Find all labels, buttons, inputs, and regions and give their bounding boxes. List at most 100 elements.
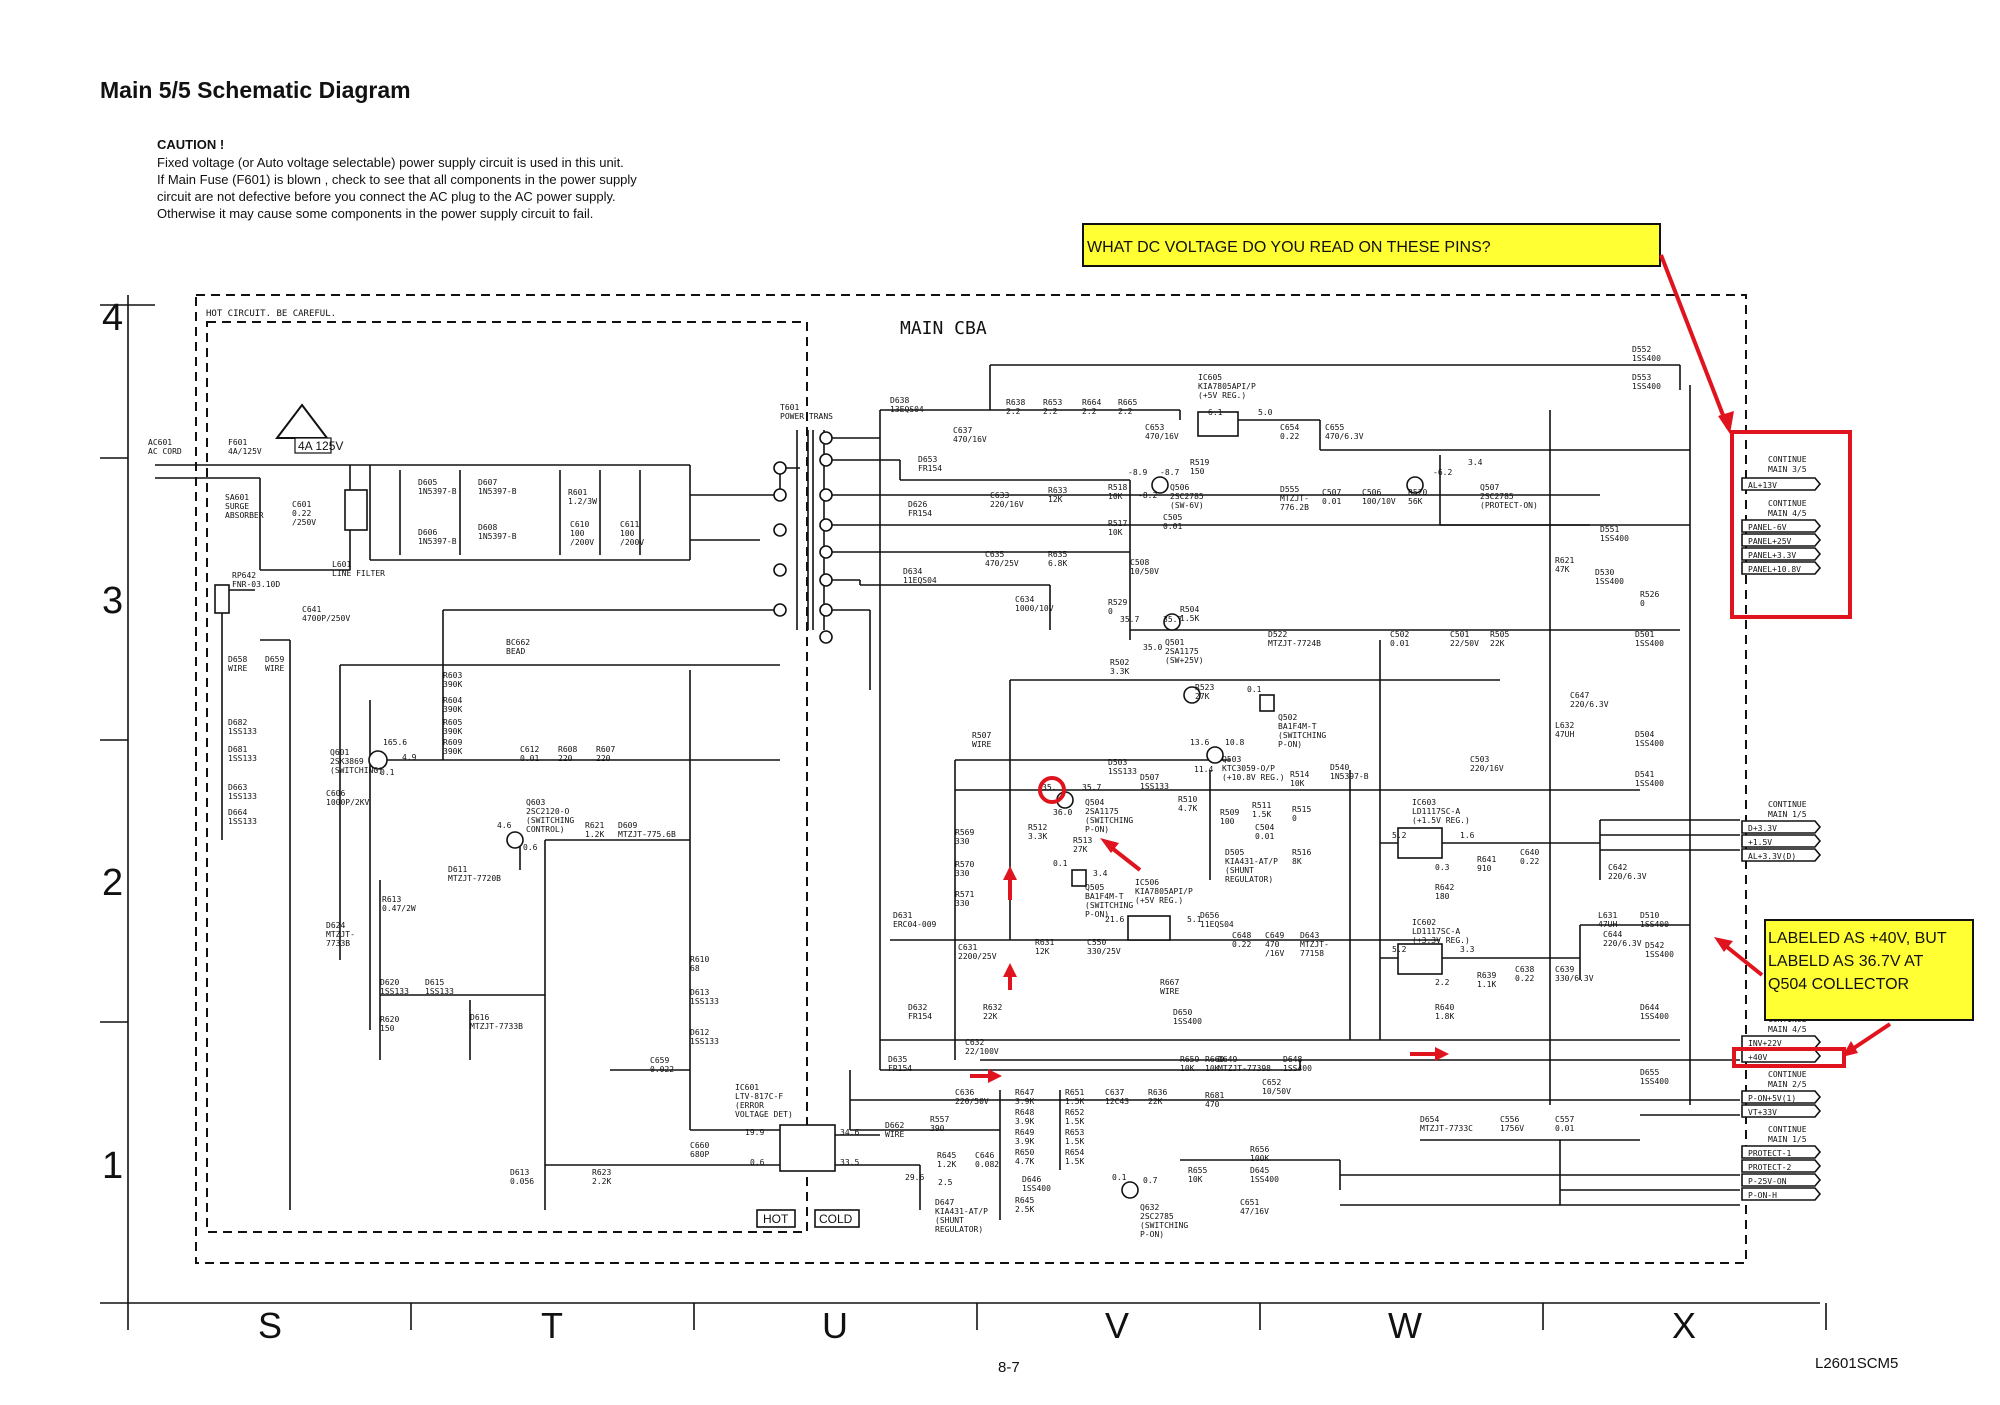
component-ref: R607	[596, 745, 615, 754]
grid-col-label: V	[1105, 1305, 1129, 1346]
component-ref: R659	[1180, 1055, 1199, 1064]
component-value: LD1117SC-A	[1412, 927, 1460, 936]
component-value: 0.082	[975, 1160, 999, 1169]
note-line: LABELED AS +40V, BUT	[1768, 930, 1947, 947]
component-value: 1N5397-B	[478, 532, 517, 541]
component-value: (ERROR	[735, 1101, 764, 1110]
component-value: 100K	[1250, 1154, 1269, 1163]
component-ref: R523	[1195, 683, 1214, 692]
component-value: 1SS400	[1250, 1175, 1279, 1184]
component-value: 77158	[1300, 949, 1324, 958]
component-ref: R515	[1292, 805, 1311, 814]
component-ref: D522	[1268, 630, 1287, 639]
connector-pin: P-ON+5V(1)	[1748, 1094, 1796, 1103]
component-ref: D530	[1595, 568, 1614, 577]
component-value: AC CORD	[148, 447, 182, 456]
grid-row-label: 2	[102, 862, 123, 904]
voltage-reading: 0.1	[380, 768, 395, 777]
component-value: 2.2	[1118, 407, 1133, 416]
connector-main-1-5-protect: CONTINUE MAIN 1/5 PROTECT-1 PROTECT-2 P-…	[1741, 1125, 1822, 1201]
caution-line: Fixed voltage (or Auto voltage selectabl…	[157, 155, 624, 170]
component-value: /16V	[1265, 949, 1284, 958]
component-value: 2SC2785	[1170, 492, 1204, 501]
component-ref: D541	[1635, 770, 1654, 779]
component-value: /200V	[570, 538, 594, 547]
component-ref: C611	[620, 520, 639, 529]
component-ref: D505	[1225, 848, 1244, 857]
component-ref: C502	[1390, 630, 1409, 639]
component-ref: D658	[228, 655, 247, 664]
component-ref: R664	[1082, 398, 1101, 407]
component-value: 1.2/3W	[568, 497, 597, 506]
voltage-reading: 34.6	[840, 1128, 859, 1137]
component-ref: C649	[1265, 931, 1284, 940]
connector-pin-40v: +40V	[1748, 1053, 1767, 1062]
component-value: 220/16V	[1470, 764, 1504, 773]
component-ref: Q503	[1222, 755, 1241, 764]
component-ref: C642	[1608, 863, 1627, 872]
component-ref: D611	[448, 865, 467, 874]
component-value: 7733B	[326, 939, 350, 948]
component-ref: R632	[983, 1003, 1002, 1012]
component-value: (+10.8V REG.)	[1222, 773, 1285, 782]
component-value: MTZJT-7733B	[470, 1022, 523, 1031]
voltage-reading: 5.2	[1392, 945, 1407, 954]
component-value: 0.056	[510, 1177, 534, 1186]
component-value: (SWITCHING	[1085, 901, 1133, 910]
component-ref: C652	[1262, 1078, 1281, 1087]
component-ref: D504	[1635, 730, 1654, 739]
component-ref: IC602	[1412, 918, 1436, 927]
component-ref: R654	[1065, 1148, 1084, 1157]
component-value: 0.22	[1520, 857, 1539, 866]
component-value: 0.22	[292, 509, 311, 518]
component-value: 22K	[1148, 1097, 1163, 1106]
component-value: 470/16V	[1145, 432, 1179, 441]
component-value: 1SS400	[1632, 354, 1661, 363]
component-value: MTZJT-	[326, 930, 355, 939]
component-value: 1.5K	[1065, 1157, 1084, 1166]
component-ref: R610	[690, 955, 709, 964]
component-value: 1SS400	[1635, 639, 1664, 648]
component-ref: R601	[568, 488, 587, 497]
component-value: WIRE	[1160, 987, 1179, 996]
component-value: 0.01	[1255, 832, 1274, 841]
component-ref: D503	[1108, 758, 1127, 767]
voltage-reading: 11.4	[1194, 765, 1213, 774]
component-ref: R570	[955, 860, 974, 869]
component-value: 1SS400	[1635, 779, 1664, 788]
component-value: 150	[380, 1024, 395, 1033]
component-value: 10K	[1108, 528, 1123, 537]
component-ref: D501	[1635, 630, 1654, 639]
voltage-reading: -6.2	[1433, 468, 1452, 477]
voltage-reading: 0.6	[523, 843, 538, 852]
voltage-reading: 33.5	[840, 1158, 859, 1167]
document-id: L2601SCM5	[1815, 1355, 1898, 1372]
component-ref: Q506	[1170, 483, 1189, 492]
component-value: 4700P/250V	[302, 614, 350, 623]
connector-pin-al13v: AL+13V	[1748, 481, 1777, 490]
component-ref: R623	[592, 1168, 611, 1177]
component-ref: D648	[1283, 1055, 1302, 1064]
hot-circuit-label: HOT CIRCUIT. BE CAREFUL.	[206, 309, 336, 319]
component-value: 10/50V	[1262, 1087, 1291, 1096]
voltage-reading: 35.7	[1163, 615, 1182, 624]
component-ref: R517	[1108, 519, 1127, 528]
connector-title: MAIN 3/5	[1768, 465, 1807, 474]
hot-area-border	[206, 321, 808, 1233]
question-text: WHAT DC VOLTAGE DO YOU READ ON THESE PIN…	[1087, 239, 1491, 256]
highlighted-pins-box	[1730, 430, 1852, 619]
grid-ruler: 4 3 2 1 S T U V W X	[100, 295, 1827, 1346]
grid-col-label: X	[1672, 1305, 1696, 1346]
component-ref: C550	[1087, 938, 1106, 947]
component-value: 1.5K	[1252, 810, 1271, 819]
component-value: 2SK3869	[330, 757, 364, 766]
component-value: 470/16V	[953, 435, 987, 444]
component-ref: C557	[1555, 1115, 1574, 1124]
voltage-reading: -8.2	[1138, 491, 1157, 500]
component-value: 11EQS04	[903, 576, 937, 585]
component-ref: RP642	[232, 571, 256, 580]
component-ref: R603	[443, 671, 462, 680]
component-ref: D635	[888, 1055, 907, 1064]
component-value: 1SS133	[228, 817, 257, 826]
component-value: P-ON)	[1085, 825, 1109, 834]
